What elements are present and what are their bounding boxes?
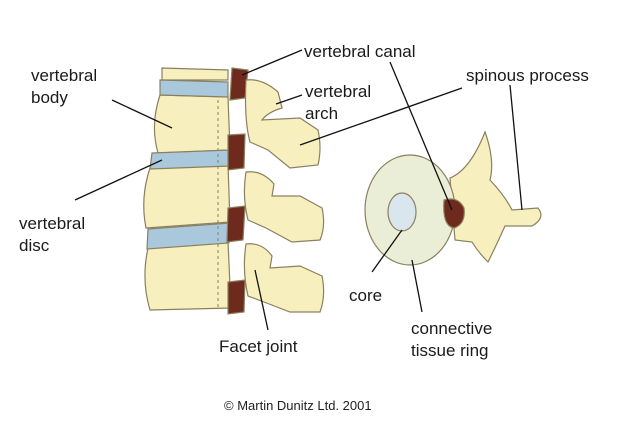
- label-connective-tissue-ring-line2: tissue ring: [411, 341, 488, 360]
- leader-connective-tissue-ring: [412, 260, 422, 312]
- vertebral-canal-strip-2: [228, 134, 245, 170]
- label-vertebral-disc-line2: disc: [19, 236, 49, 255]
- label-vertebral-canal: vertebral canal: [304, 42, 416, 61]
- core-shape: [388, 193, 416, 231]
- label-vertebral-body-line1: vertebral: [31, 66, 97, 85]
- leader-spinous-process-cross: [510, 85, 522, 210]
- label-facet-joint: Facet joint: [219, 337, 297, 356]
- vertebral-canal-strip-4: [228, 280, 245, 314]
- leader-vertebral-canal: [242, 50, 302, 75]
- copyright-notice: © Martin Dunitz Ltd. 2001: [224, 398, 372, 413]
- label-vertebral-disc-line1: vertebral: [19, 214, 85, 233]
- vertebral-disc-1: [160, 80, 228, 97]
- label-connective-tissue-ring-line1: connective: [411, 319, 492, 338]
- vertebral-body-2: [144, 165, 230, 228]
- label-spinous-process: spinous process: [466, 66, 589, 85]
- vertebral-canal-cross: [444, 199, 465, 228]
- label-core: core: [349, 286, 382, 305]
- label-vertebral-arch-line2: arch: [305, 104, 338, 123]
- spine-side-view: [144, 68, 324, 314]
- vertebral-arch-2: [244, 172, 323, 242]
- spinous-process-shape: [450, 132, 541, 262]
- vertebral-body-top: [162, 68, 228, 80]
- label-vertebral-body-line2: body: [31, 88, 68, 107]
- vertebral-body-1: [154, 95, 230, 153]
- label-vertebral-arch-line1: vertebral: [305, 82, 371, 101]
- vertebral-canal-strip-3: [227, 206, 245, 242]
